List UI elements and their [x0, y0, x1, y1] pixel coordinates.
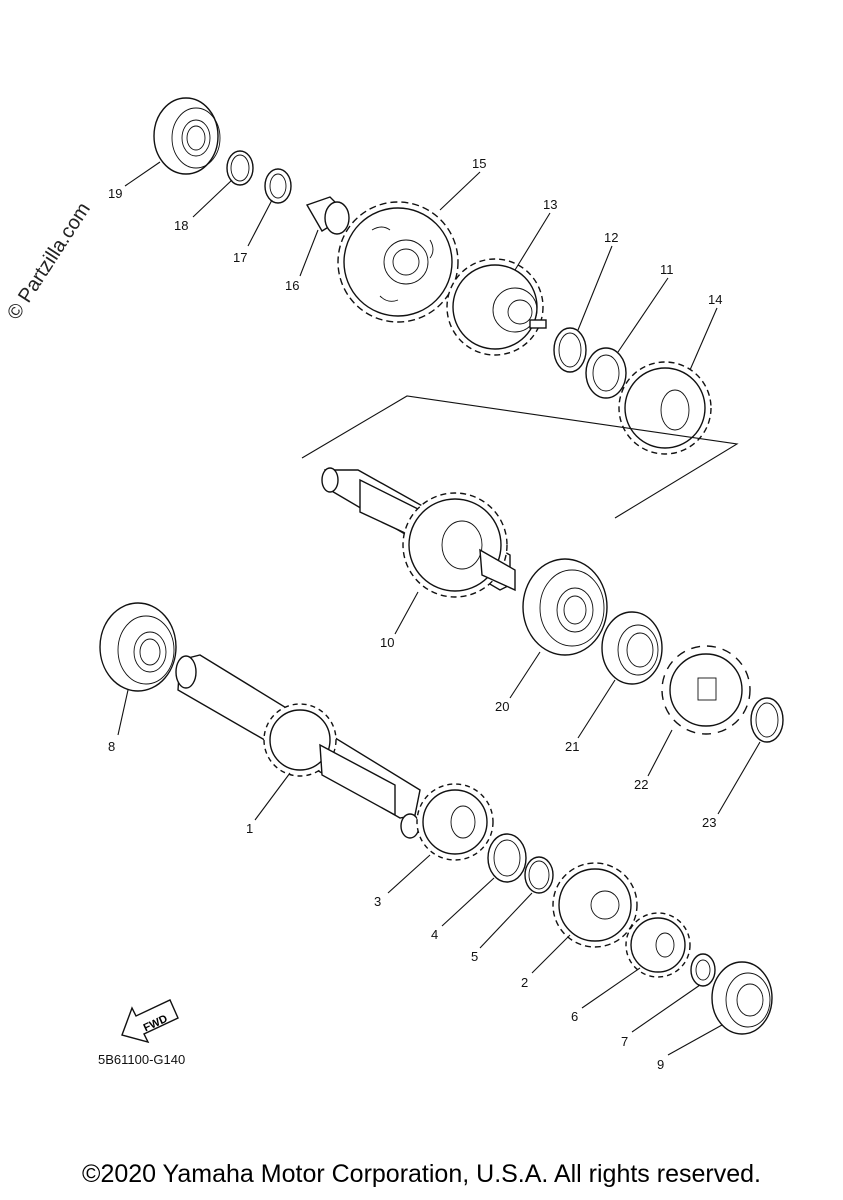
callout-1: 1	[246, 821, 253, 836]
callout-9: 9	[657, 1057, 664, 1072]
part-21-oil-seal	[601, 611, 663, 685]
diagram-code: 5B61100-G140	[98, 1052, 186, 1067]
part-6-gear	[625, 912, 691, 978]
part-14-gear	[618, 361, 712, 455]
part-15-gear	[337, 201, 459, 323]
callout-13: 13	[543, 197, 557, 212]
callout-15: 15	[472, 156, 486, 171]
fwd-arrow-icon: FWD	[121, 999, 179, 1044]
callout-17: 17	[233, 250, 247, 265]
callout-21: 21	[565, 739, 579, 754]
part-17-washer	[264, 168, 292, 204]
callout-16: 16	[285, 278, 299, 293]
part-7-washer	[690, 953, 716, 987]
callout-4: 4	[431, 927, 438, 942]
callout-2: 2	[521, 975, 528, 990]
part-23-circlip	[750, 697, 784, 743]
leader-lines	[117, 161, 761, 1056]
part-16-collar	[305, 196, 350, 235]
callout-labels: 1 2 3 4 5 6 7 8 9 10 11 12 13 14 15 16 1…	[108, 156, 722, 1072]
callout-3: 3	[374, 894, 381, 909]
part-10-drive-axle	[321, 467, 516, 598]
part-20-bearing	[522, 558, 608, 656]
assembly-bracket	[301, 395, 739, 519]
part-9-bearing	[711, 961, 773, 1035]
part-1-main-axle	[175, 654, 421, 839]
part-18-circlip	[226, 150, 254, 186]
callout-19: 19	[108, 186, 122, 201]
part-2-gear	[552, 862, 638, 948]
part-11-washer	[585, 347, 627, 399]
part-12-circlip	[553, 327, 587, 373]
callout-10: 10	[380, 635, 394, 650]
callout-20: 20	[495, 699, 509, 714]
part-4-washer	[487, 833, 527, 883]
callout-22: 22	[634, 777, 648, 792]
callout-8: 8	[108, 739, 115, 754]
part-19-bearing	[153, 97, 221, 175]
part-3-gear	[416, 783, 494, 861]
callout-14: 14	[708, 292, 722, 307]
callout-11: 11	[660, 262, 674, 277]
callout-12: 12	[604, 230, 618, 245]
callout-6: 6	[571, 1009, 578, 1024]
part-8-bearing	[99, 602, 177, 692]
callout-7: 7	[621, 1034, 628, 1049]
part-13-gear	[446, 258, 547, 356]
callout-23: 23	[702, 815, 716, 830]
callout-5: 5	[471, 949, 478, 964]
part-5-circlip	[524, 856, 554, 894]
callout-18: 18	[174, 218, 188, 233]
copyright-notice: ©2020 Yamaha Motor Corporation, U.S.A. A…	[82, 1160, 761, 1188]
part-22-sprocket	[661, 645, 751, 735]
